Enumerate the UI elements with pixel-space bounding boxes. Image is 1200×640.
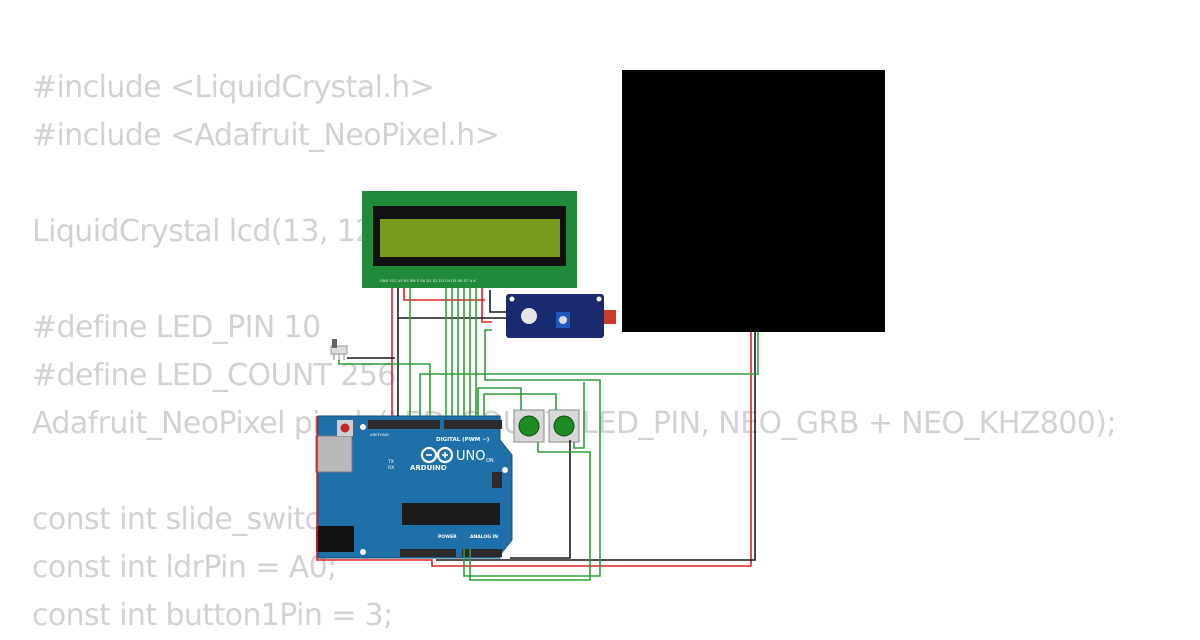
lcd-pin-labels: GND VCC V0 RS RW E D0 D1 D2 D3 D4 D5 D6 … xyxy=(380,279,476,283)
wire-red-power xyxy=(316,332,752,567)
wire-green-button-pulldown xyxy=(469,442,591,581)
arduino-model-label: UNO xyxy=(456,449,485,464)
ldr-chip xyxy=(521,308,537,324)
power-label: POWER xyxy=(438,534,457,540)
atmega-chip xyxy=(402,503,500,525)
wire-green-switch xyxy=(338,360,431,416)
push-button-2[interactable] xyxy=(548,409,580,443)
code-line: #include <LiquidCrystal.h> xyxy=(32,70,435,105)
lcd-screen xyxy=(380,219,560,257)
digital-pins-label: DIGITAL (PWM ~) xyxy=(436,437,490,443)
code-line: #define LED_PIN 10 xyxy=(32,310,321,345)
rx-label: RX xyxy=(388,465,394,471)
photoresistor xyxy=(604,310,616,324)
wire-green-button2 xyxy=(483,393,557,416)
wiring xyxy=(316,288,759,581)
arduino-brand-label: ARDUINO xyxy=(410,464,447,472)
wire-green-button1 xyxy=(477,387,522,416)
potentiometer-knob-icon xyxy=(559,316,567,324)
mounting-hole xyxy=(596,296,602,302)
code-line: #define LED_COUNT 256 xyxy=(32,358,396,393)
arduino-logo xyxy=(420,446,454,464)
digital-header-left xyxy=(368,420,440,429)
mounting-hole xyxy=(502,467,508,473)
arduino-uno-board[interactable]: ARDUINO UNO DIGITAL (PWM ~) ON TX RX POW… xyxy=(315,415,513,559)
wire-green-matrix-data xyxy=(419,332,759,416)
mounting-hole xyxy=(509,296,515,302)
analog-label: ANALOG IN xyxy=(470,534,498,540)
wire-black-ldr-signal xyxy=(489,290,506,313)
wire-red-lcd-backlight xyxy=(403,288,485,301)
power-jack xyxy=(316,526,354,552)
wire-black-matrix-gnd xyxy=(436,332,756,561)
wire-green-ldr-analog xyxy=(463,329,601,577)
ldr-sensor-module[interactable] xyxy=(506,294,616,338)
mounting-hole xyxy=(360,424,366,430)
reset-button-cap xyxy=(340,423,350,433)
wire-black-button-gnd xyxy=(510,440,571,559)
gnd-label: GND xyxy=(380,432,389,437)
neopixel-matrix[interactable] xyxy=(622,70,885,332)
tx-label: TX xyxy=(387,459,394,465)
lcd-16x2-display[interactable]: GND VCC V0 RS RW E D0 D1 D2 D3 D4 D5 D6 … xyxy=(362,191,577,288)
digital-header-right xyxy=(444,420,502,429)
usb-port xyxy=(315,435,353,473)
code-line: const int button1Pin = 3; xyxy=(32,598,393,633)
aref-label: AREF xyxy=(370,432,380,437)
on-label: ON xyxy=(486,458,494,464)
slide-switch[interactable] xyxy=(330,339,348,360)
analog-header xyxy=(462,549,502,557)
wire-green-button2-return xyxy=(573,382,585,449)
icsp-header xyxy=(492,472,502,488)
code-line: #include <Adafruit_NeoPixel.h> xyxy=(32,118,500,153)
push-button-1[interactable] xyxy=(513,409,545,443)
mounting-hole xyxy=(360,549,366,555)
power-header xyxy=(400,549,456,557)
